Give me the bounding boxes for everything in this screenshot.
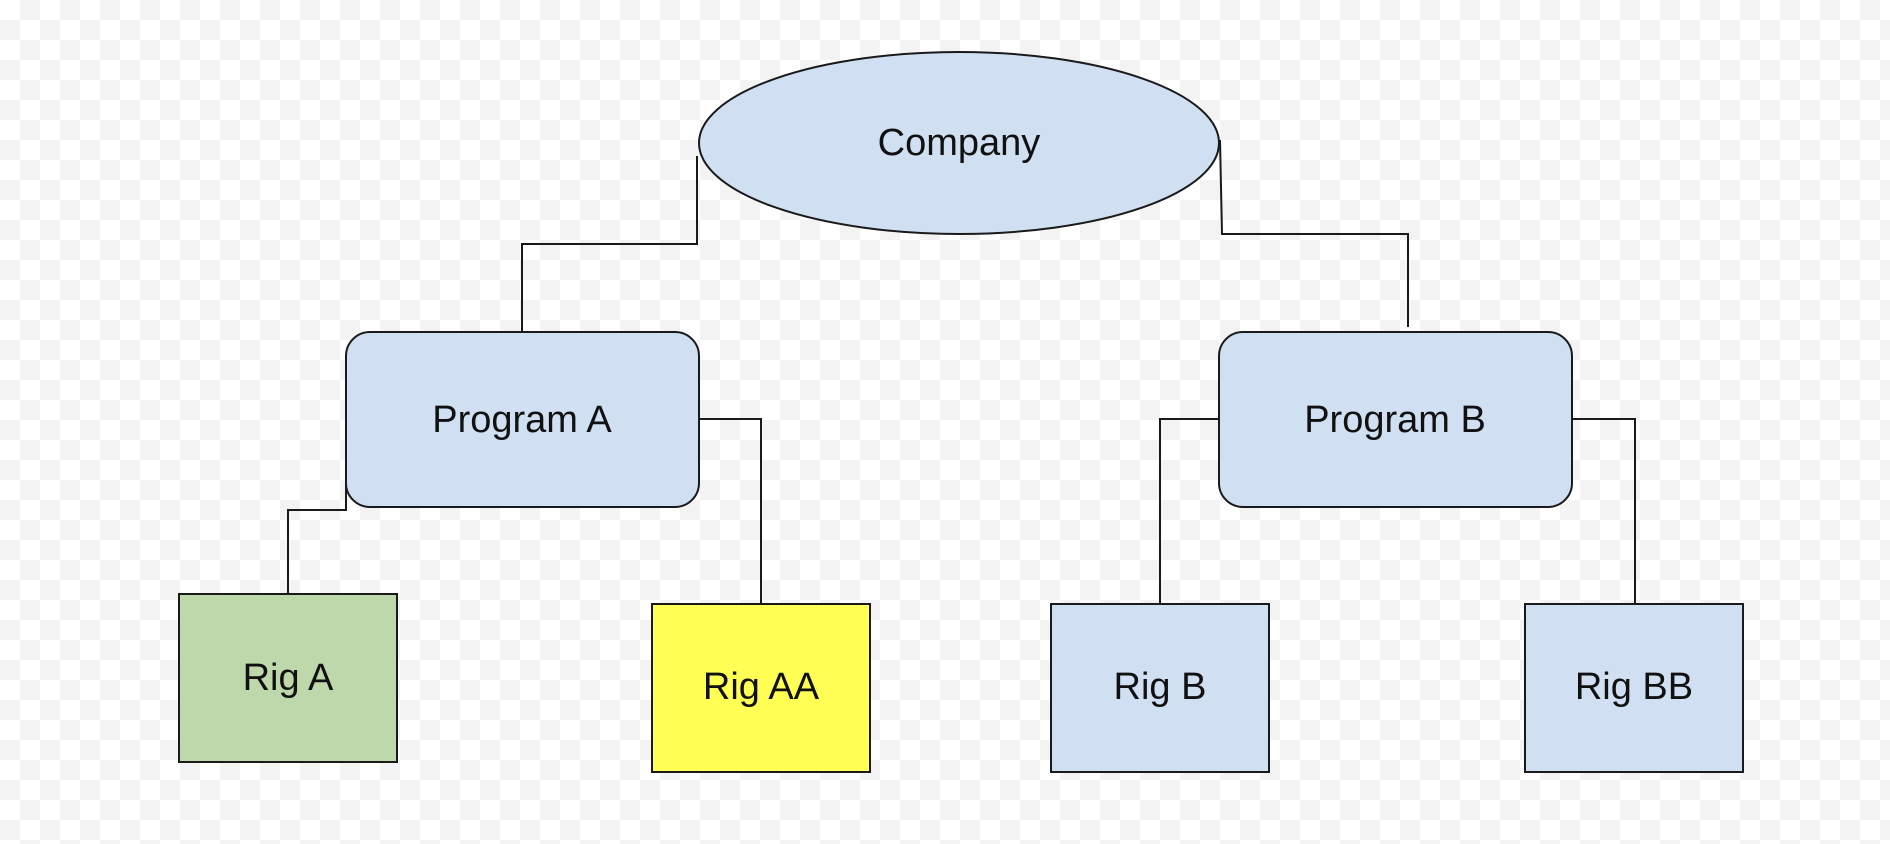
program-b-label: Program B [1304, 399, 1486, 441]
connector-company-program-a [521, 156, 698, 332]
node-rig-b[interactable]: Rig B [1050, 603, 1270, 773]
connector-program-b-rig-b [1159, 418, 1219, 604]
rig-b-label: Rig B [1114, 666, 1207, 708]
connector-program-a-rig-aa [699, 418, 762, 604]
company-label: Company [878, 122, 1041, 164]
rig-bb-shape [1524, 603, 1744, 773]
node-rig-aa[interactable]: Rig AA [651, 603, 871, 773]
rig-a-label: Rig A [243, 657, 334, 699]
node-rig-bb[interactable]: Rig BB [1524, 603, 1744, 773]
program-a-shape [345, 331, 700, 508]
node-company[interactable]: Company [698, 51, 1220, 235]
company-shape [698, 51, 1220, 235]
rig-aa-label: Rig AA [703, 666, 820, 708]
rig-a-shape [178, 593, 398, 763]
connector-program-a-rig-a [287, 426, 347, 594]
rig-b-shape [1050, 603, 1270, 773]
rig-aa-shape [651, 603, 871, 773]
node-rig-a[interactable]: Rig A [178, 593, 398, 763]
node-program-b[interactable]: Program B [1218, 331, 1573, 508]
rig-bb-label: Rig BB [1575, 666, 1693, 708]
connector-company-program-b [1219, 139, 1409, 327]
node-program-a[interactable]: Program A [345, 331, 700, 508]
connector-program-b-rig-bb [1572, 418, 1636, 604]
program-a-label: Program A [432, 399, 612, 441]
program-b-shape [1218, 331, 1573, 508]
